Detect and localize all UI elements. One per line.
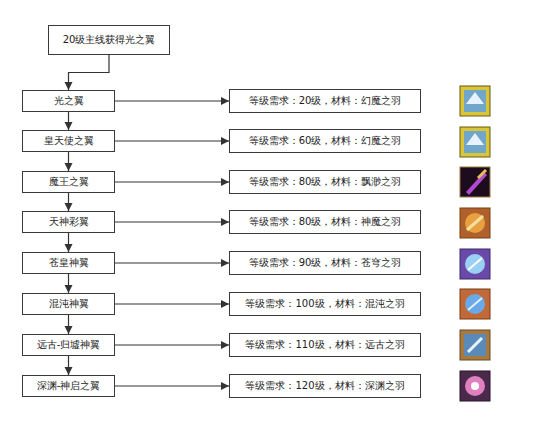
material-icon [460,86,490,116]
box-label: 苍皇神翼 [49,257,89,269]
flow-arrow [68,233,69,252]
box-label: 天神彩翼 [49,216,89,228]
flow-arrow [115,262,229,263]
box-label: 混沌神翼 [49,298,89,310]
requirement-box: 等级需求：20级，材料：幻魔之羽 [229,89,421,113]
flow-arrow [115,140,229,141]
box-label: 等级需求：120级，材料：深渊之羽 [245,380,404,392]
box-label: 光之翼 [54,95,84,107]
requirement-box: 等级需求：100级，材料：混沌之羽 [229,292,421,316]
box-label: 等级需求：60级，材料：幻魔之羽 [249,135,402,147]
box-label: 等级需求：110级，材料：远古之羽 [245,339,404,351]
stage-box: 皇天使之翼 [22,130,115,152]
requirement-box: 等级需求：120级，材料：深渊之羽 [229,374,421,398]
requirement-box: 等级需求：90级，材料：苍穹之羽 [229,251,421,275]
box-label: 皇天使之翼 [44,135,94,147]
box-label: 远古-归墟神翼 [37,339,101,351]
flow-arrow [68,193,69,211]
flow-arrow [68,315,69,334]
flow-arrow [115,221,229,222]
stage-box: 远古-归墟神翼 [22,334,115,356]
flow-arrow [115,100,229,101]
material-icon [460,289,490,319]
box-label: 等级需求：90级，材料：苍穹之羽 [249,257,402,269]
flow-arrow [68,152,69,171]
flow-arrow [68,356,69,375]
flow-arrow [115,344,229,345]
box-label: 深渊-神启之翼 [37,380,101,392]
requirement-box: 等级需求：60级，材料：幻魔之羽 [229,129,421,153]
box-label: 等级需求：80级，材料：神魔之羽 [249,216,402,228]
flow-arrow [115,303,229,304]
box-label: 20级主线获得光之翼 [63,34,156,46]
material-icon [460,167,490,197]
stage-box: 深渊-神启之翼 [22,375,115,397]
material-icon [460,208,490,238]
box-label: 等级需求：80级，材料：飘渺之羽 [249,176,402,188]
material-icon [460,127,490,157]
requirement-box: 等级需求：80级，材料：飘渺之羽 [229,170,421,194]
flow-arrow [68,274,69,293]
material-icon [460,371,490,401]
flow-arrow [69,55,110,90]
box-label: 魔王之翼 [49,176,89,188]
flow-arrow [68,112,69,130]
start-box: 20级主线获得光之翼 [48,25,170,55]
stage-box: 苍皇神翼 [22,252,115,274]
flow-arrow [115,181,229,182]
stage-box: 魔王之翼 [22,171,115,193]
flow-arrow [115,385,229,386]
stage-box: 混沌神翼 [22,293,115,315]
material-icon [460,249,490,279]
material-icon [460,330,490,360]
requirement-box: 等级需求：110级，材料：远古之羽 [229,333,421,357]
requirement-box: 等级需求：80级，材料：神魔之羽 [229,210,421,234]
box-label: 等级需求：20级，材料：幻魔之羽 [249,95,402,107]
stage-box: 天神彩翼 [22,211,115,233]
stage-box: 光之翼 [22,90,115,112]
box-label: 等级需求：100级，材料：混沌之羽 [245,298,404,310]
